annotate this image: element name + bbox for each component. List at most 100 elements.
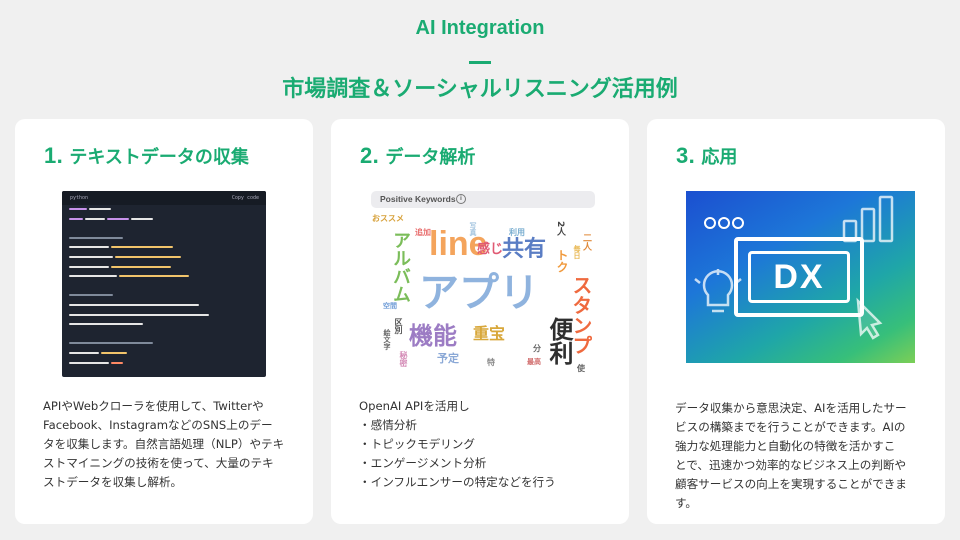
window-dot-icon (704, 217, 716, 229)
body-line: す。 (675, 496, 698, 510)
word-kinou: 機能 (409, 322, 457, 350)
code-token (69, 246, 109, 249)
card-title: . 応用 (688, 147, 738, 168)
word-apuri: アプリ (419, 270, 539, 316)
code-token (69, 275, 117, 278)
code-token (69, 294, 113, 297)
body-line: ビスの構築までを行うことができます。AIの (675, 420, 906, 434)
word-kanji: 感じ (477, 242, 504, 257)
body-line: 強力な処理能力と自動化の特徴を活かすこ (675, 439, 896, 453)
card-body: OpenAI APIを活用し ・感情分析 ・トピックモデリング ・エンゲージメン… (359, 397, 611, 492)
code-line (69, 282, 266, 292)
word-kuukan: 空間 (383, 302, 397, 310)
code-token (69, 323, 143, 326)
code-line (69, 291, 266, 301)
code-language-label: python (70, 195, 89, 201)
body-line: タを収集します。自然言語処理（NLP）やテキ (43, 437, 285, 451)
dx-label-box: DX (748, 251, 850, 303)
window-dot-icon (718, 217, 730, 229)
code-line (69, 320, 266, 330)
word-kubetsu: 区別 (394, 318, 403, 334)
code-token (89, 208, 111, 210)
word-2nin: 2人 (555, 221, 565, 237)
word-toku: トク (555, 249, 569, 273)
card-data-analysis: 2. データ解析 Positive Keywords i アプリ line 共有… (331, 119, 629, 524)
body-line: ・インフルエンサーの特定などを行う (359, 475, 556, 489)
word-benri: 便利 (545, 317, 573, 365)
word-osusume: おススメ (372, 214, 404, 223)
word-mainichi: 毎日 (573, 245, 581, 259)
code-line (69, 224, 266, 234)
code-line (69, 272, 266, 282)
code-line (69, 234, 266, 244)
code-line (69, 263, 266, 273)
word-himitsu: 秘密 (399, 351, 408, 367)
code-toolbar: python Copy code (62, 191, 266, 205)
word-line: line (429, 225, 488, 263)
copy-code-label: Copy code (231, 195, 259, 201)
card-text-collection: 1. テキストデータの収集 python Copy code APIやWebクロ… (15, 119, 313, 524)
code-token (131, 217, 153, 220)
dx-label: DX (773, 258, 825, 296)
body-line: データ収集から意思決定、AIを活用したサー (675, 401, 907, 415)
word-album: アルバム (390, 231, 411, 303)
card-heading: 2. データ解析 (360, 143, 475, 169)
body-line: APIやWebクローラを使用して、Twitterや (43, 399, 264, 413)
code-token (115, 255, 181, 258)
word-stamp: スタンプ (569, 275, 593, 355)
info-icon: i (456, 194, 466, 204)
code-line (69, 311, 266, 321)
card-number: 3 (676, 143, 689, 168)
page-title: 市場調査＆ソーシャルリスニング活用例 (282, 77, 678, 102)
code-token (111, 246, 173, 249)
code-token (101, 351, 127, 354)
code-token (69, 236, 123, 239)
positive-keywords-header: Positive Keywords i (371, 191, 595, 208)
code-token (69, 255, 113, 258)
code-token (111, 265, 171, 268)
card-number: 1 (44, 143, 57, 168)
body-line: ・トピックモデリング (359, 437, 475, 451)
word-riyou: 利用 (509, 228, 525, 237)
code-line (69, 215, 266, 225)
body-line: ・感情分析 (359, 418, 417, 432)
card-title: . データ解析 (372, 147, 476, 168)
eyebrow-label: AI Integration (415, 17, 545, 39)
card-heading: 3. 応用 (676, 143, 737, 169)
code-token (69, 342, 153, 345)
code-line (69, 339, 266, 349)
window-dot-icon (732, 217, 744, 229)
code-line (69, 368, 266, 377)
code-token (69, 265, 109, 268)
code-line (69, 253, 266, 263)
word-saikou: 最高 (527, 358, 541, 366)
code-token (69, 313, 209, 316)
word-cloud-image: Positive Keywords i アプリ line 共有 機能 便利 スタ… (367, 191, 599, 381)
code-line (69, 205, 266, 215)
keywords-header-label: Positive Keywords (380, 194, 456, 204)
card-title: . テキストデータの収集 (56, 147, 249, 168)
code-line (69, 330, 266, 340)
code-lines (62, 205, 266, 377)
card-body: データ収集から意思決定、AIを活用したサー ビスの構築までを行うことができます。… (675, 399, 927, 513)
word-bun: 分 (533, 344, 541, 353)
card-body: APIやWebクローラを使用して、Twitterや Facebook、Insta… (43, 397, 295, 492)
code-line (69, 301, 266, 311)
body-line: とで、迅速かつ効率的なビジネス上の判断や (675, 458, 907, 472)
body-line: 顧客サービスの向上を実現することができま (675, 477, 907, 491)
word-kyouyu: 共有 (502, 237, 547, 262)
card-application: 3. 応用 DX データ収集から意思決定、AIを活用したサー (647, 119, 945, 524)
word-tsukau: 使 (577, 364, 585, 373)
body-line: OpenAI APIを活用し (359, 399, 470, 413)
code-token (69, 351, 99, 354)
code-token (111, 361, 123, 364)
word-tsuika: 追加 (415, 228, 431, 237)
body-line: ストマイニングの技術を使って、大量のテキ (43, 456, 274, 470)
body-line: ・エンゲージメント分析 (359, 456, 487, 470)
body-line: Facebook、InstagramなどのSNS上のデー (43, 418, 273, 432)
card-number: 2 (360, 143, 373, 168)
word-shashin: 写真 (469, 222, 477, 236)
word-toku2: 特 (487, 358, 495, 367)
code-token (107, 217, 129, 220)
code-token (69, 208, 87, 210)
